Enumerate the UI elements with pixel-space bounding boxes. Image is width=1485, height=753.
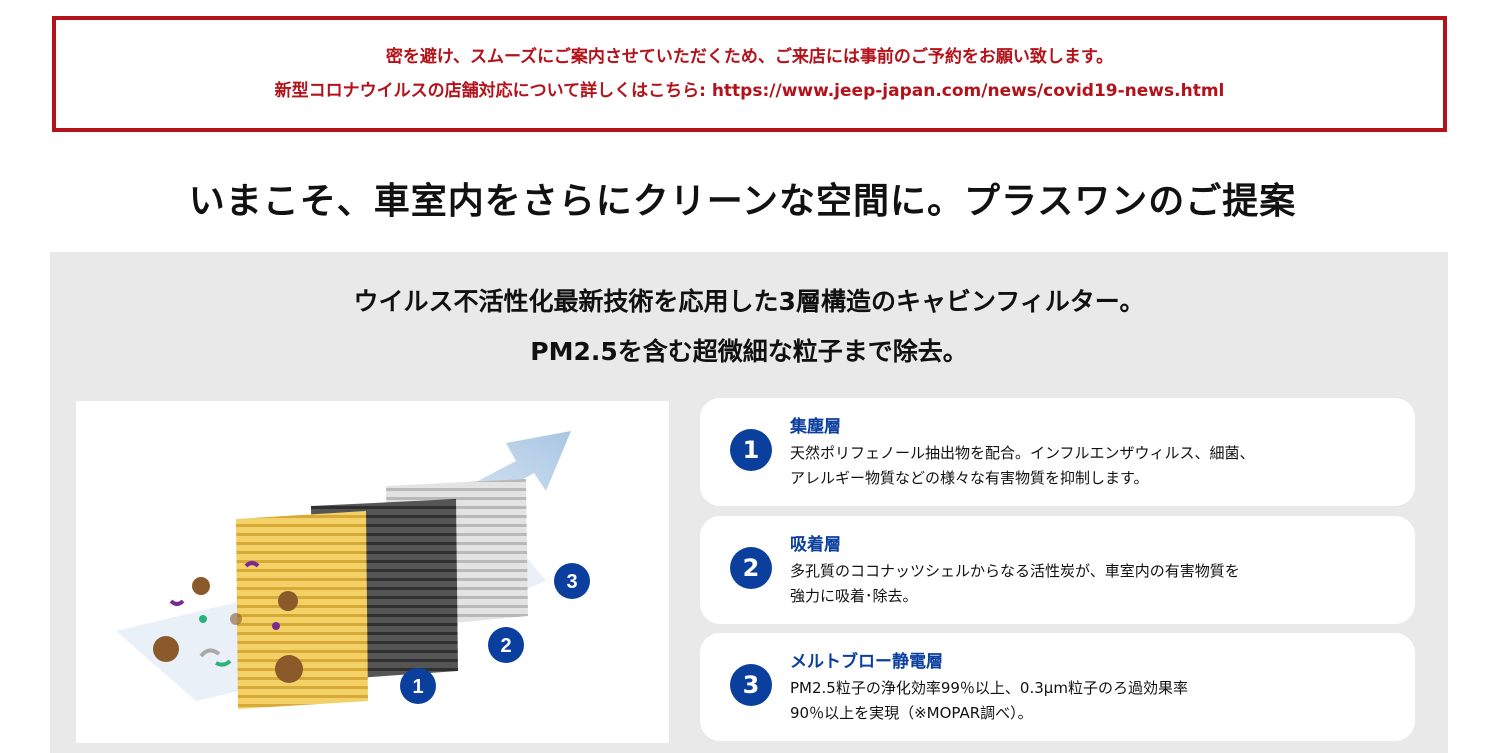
layer-number-badge: 1	[730, 429, 772, 471]
label-badge-3: 3	[554, 563, 590, 599]
layer-card-2: 2 吸着層 多孔質のココナッツシェルからなる活性炭が、車室内の有害物質を 強力に…	[700, 516, 1415, 624]
notice-line-2[interactable]: 新型コロナウイルスの店舗対応について詳しくはこちら: https://www.j…	[274, 81, 1225, 101]
layer-description: 天然ポリフェノール抽出物を配合。インフルエンザウィルス、細菌、 アレルギー物質な…	[790, 441, 1350, 491]
layer-description: PM2.5粒子の浄化効率99％以上、0.3μm粒子のろ過効果率 90％以上を実現…	[790, 676, 1350, 726]
layer-number-badge: 2	[730, 547, 772, 589]
page-headline: いまこそ、車室内をさらにクリーンな空間に。プラスワンのご提案	[188, 181, 1297, 222]
label-badge-1: 1	[400, 668, 436, 704]
layer-description-line: 90％以上を実現（※MOPAR調べ）。	[790, 704, 1033, 722]
label-badge-2: 2	[488, 627, 524, 663]
layer-card-3: 3 メルトブロー静電層 PM2.5粒子の浄化効率99％以上、0.3μm粒子のろ過…	[700, 633, 1415, 741]
layer-title: 吸着層	[790, 535, 841, 555]
layer-description: 多孔質のココナッツシェルからなる活性炭が、車室内の有害物質を 強力に吸着･除去。	[790, 559, 1350, 609]
particle-icon	[169, 561, 280, 667]
svg-text:2: 2	[500, 635, 511, 657]
subheading-line-2: PM2.5を含む超微細な粒子まで除去。	[530, 337, 968, 366]
layer-description-line: 天然ポリフェノール抽出物を配合。インフルエンザウィルス、細菌、	[790, 444, 1255, 462]
subheading-line-1: ウイルス不活性化最新技術を応用した3層構造のキャビンフィルター。	[353, 287, 1145, 316]
filter-illustration: 3 2 1	[76, 401, 669, 743]
svg-text:3: 3	[566, 571, 577, 593]
layer-description-line: 強力に吸着･除去。	[790, 587, 918, 605]
layer-title: メルトブロー静電層	[790, 652, 943, 672]
virus-icon	[153, 577, 303, 683]
product-panel: ウイルス不活性化最新技術を応用した3層構造のキャビンフィルター。 PM2.5を含…	[50, 252, 1448, 753]
covid-notice-box: 密を避け、スムーズにご案内させていただくため、ご来店には事前のご予約をお願い致し…	[52, 16, 1447, 132]
layer-1-shape	[236, 511, 368, 709]
layer-card-1: 1 集塵層 天然ポリフェノール抽出物を配合。インフルエンザウィルス、細菌、 アレ…	[700, 398, 1415, 506]
layer-title: 集塵層	[790, 417, 841, 437]
layer-number-badge: 3	[730, 664, 772, 706]
svg-text:1: 1	[412, 676, 423, 698]
layer-description-line: 多孔質のココナッツシェルからなる活性炭が、車室内の有害物質を	[790, 562, 1240, 580]
layer-description-line: PM2.5粒子の浄化効率99％以上、0.3μm粒子のろ過効果率	[790, 679, 1188, 697]
layer-description-line: アレルギー物質などの様々な有害物質を抑制します。	[790, 469, 1149, 487]
filter-layers-graphic: 3 2 1	[116, 431, 590, 709]
notice-line-1: 密を避け、スムーズにご案内させていただくため、ご来店には事前のご予約をお願い致し…	[385, 47, 1114, 67]
